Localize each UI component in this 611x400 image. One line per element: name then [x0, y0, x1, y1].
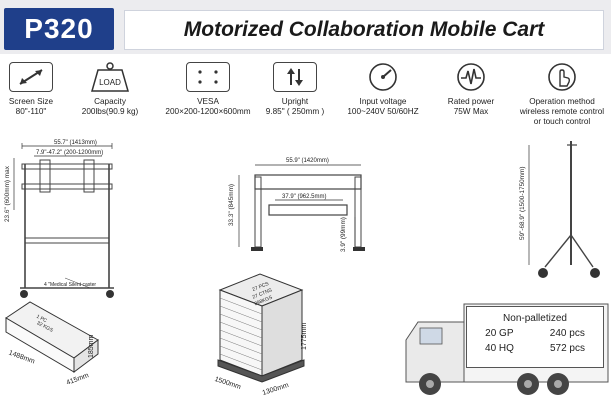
front-width-label: 55.7" (1413mm): [54, 140, 97, 146]
spec-value: 75W Max: [453, 107, 489, 116]
spec-value: 80"-110": [15, 107, 47, 116]
spec-value: 200×200-1200×600mm: [165, 107, 251, 116]
shipping-title: Non-palletized: [503, 313, 567, 324]
spec-operation: Operation method wireless remote control…: [512, 62, 611, 127]
page-title: Motorized Collaboration Mobile Cart: [183, 18, 545, 41]
spec-value: wireless remote control: [519, 107, 605, 116]
spec-label: Screen Size: [8, 97, 54, 106]
spec-label: Capacity: [94, 97, 126, 106]
spec-value: 100~240V 50/60HZ: [347, 107, 419, 116]
spec-vesa: VESA 200×200-1200×600mm: [158, 62, 258, 117]
load-text: LOAD: [99, 78, 121, 87]
front-view-drawing: [13, 143, 114, 298]
spec-capacity: LOAD Capacity 200lbs(90.9 kg): [65, 62, 155, 117]
shipping-box: Non-palletized 20 GP 240 pcs 40 HQ 572 p…: [466, 306, 604, 368]
spec-upright: Upright 9.85" ( 250mm ): [250, 62, 340, 117]
spec-value: 9.85" ( 250mm ): [265, 107, 325, 116]
spec-label: Rated power: [447, 97, 495, 106]
spec-label: Upright: [281, 97, 309, 106]
container-type: 40 HQ: [485, 343, 514, 354]
pallet-stack-drawing: [217, 273, 305, 383]
spec-label: VESA: [197, 97, 219, 106]
load-weight-icon: LOAD: [88, 62, 132, 92]
shelf-width-label: 37.9" (962.5mm): [282, 194, 327, 200]
shipping-row: 20 GP 240 pcs: [467, 328, 603, 339]
side-view-drawing: [528, 141, 600, 278]
front-vesa-label: 7.9"-47.2" (200-1200mm): [36, 150, 104, 156]
box-height: 185mm: [88, 334, 95, 358]
spec-screen-size: Screen Size 80"-110": [0, 62, 76, 117]
spec-value: 200lbs(90.9 kg): [81, 107, 139, 116]
spec-label: Operation method: [529, 97, 595, 106]
touch-hand-icon: [540, 62, 584, 92]
gauge-icon: [361, 62, 405, 92]
single-box-drawing: [5, 301, 99, 373]
upright-arrows-icon: [273, 62, 317, 92]
container-type: 20 GP: [485, 328, 514, 339]
diagonal-arrow-icon: [9, 62, 53, 92]
spec-power: Rated power 75W Max: [426, 62, 516, 117]
container-qty: 240 pcs: [549, 328, 585, 339]
model-badge: P320: [4, 8, 114, 50]
spec-voltage: Input voltage 100~240V 50/60HZ: [338, 62, 428, 117]
shelf-height-label: 3.9" (99mm): [340, 217, 347, 252]
spec-label: Input voltage: [359, 97, 407, 106]
container-qty: 572 pcs: [549, 343, 585, 354]
side-height-label: 59"-68.9" (1500-1750mm): [519, 166, 526, 240]
front-height-label: 23.6" (600mm) max: [4, 166, 11, 222]
shipping-row: 40 HQ 572 pcs: [467, 343, 603, 354]
pallet-height: 1775mm: [301, 322, 308, 350]
title-box: Motorized Collaboration Mobile Cart: [124, 10, 604, 50]
spec-value-2: or touch control: [533, 117, 591, 126]
top-depth-label: 33.3" (845mm): [228, 183, 235, 226]
caster-label: 4 "Medical Silent caster: [44, 282, 97, 288]
power-wave-icon: [449, 62, 493, 92]
top-width-label: 55.9" (1420mm): [286, 158, 329, 164]
top-view-drawing: [238, 164, 365, 251]
vesa-holes-icon: [186, 62, 230, 92]
